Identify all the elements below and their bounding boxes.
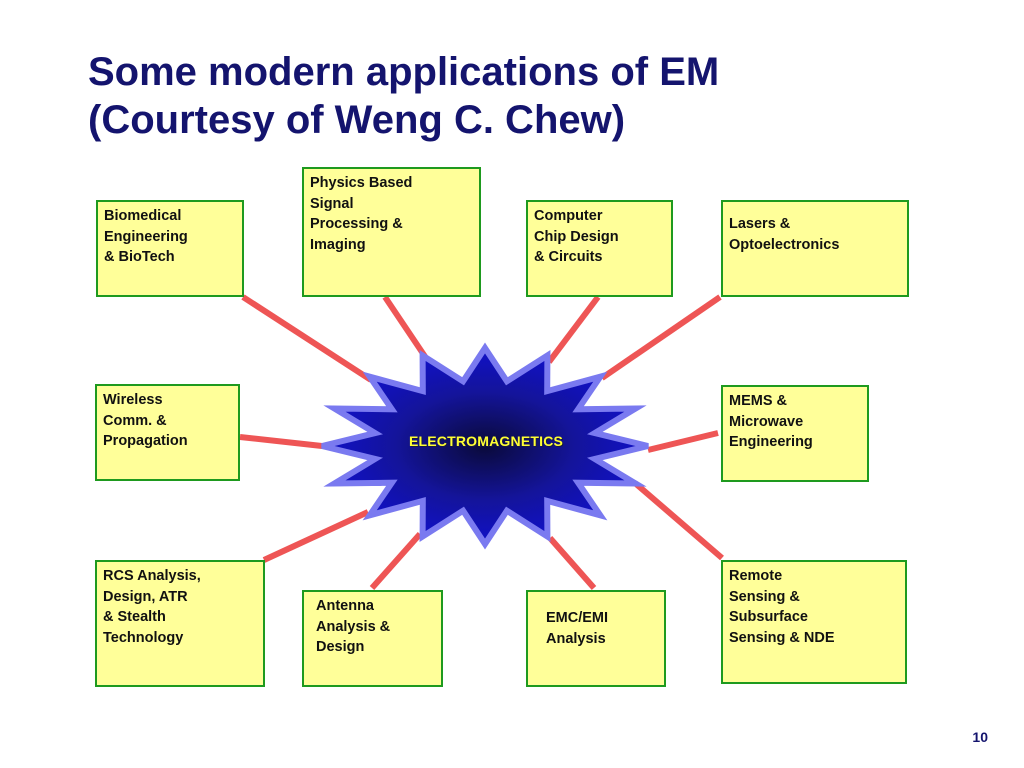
- application-line: Sensing & NDE: [729, 629, 835, 646]
- application-line: Physics Based: [310, 175, 413, 191]
- connector-line-emc-emi: [547, 536, 597, 590]
- application-line: Analysis: [546, 630, 606, 647]
- application-line: Design, ATR: [103, 588, 188, 605]
- application-box-lasers: Lasers & Optoelectronics: [721, 200, 909, 297]
- connector-line-antenna: [369, 532, 423, 590]
- application-line: Processing &: [310, 216, 403, 232]
- application-box-remote-sensing: Remote Sensing & Subsurface Sensing & ND…: [721, 560, 907, 684]
- application-line: Engineering: [729, 434, 813, 450]
- application-line: Engineering: [104, 228, 188, 245]
- application-box-physics-signal: Physics Based Signal Processing & Imagin…: [302, 167, 481, 297]
- application-line: Microwave: [729, 413, 804, 430]
- application-box-computer-chip: Computer Chip Design & Circuits: [526, 200, 673, 297]
- application-line: Analysis &: [316, 618, 391, 635]
- slide-title: Some modern applications of EM (Courtesy…: [88, 48, 968, 144]
- application-line: Optoelectronics: [729, 236, 840, 253]
- connector-line-computer-chip: [546, 295, 601, 364]
- connector-line-mems: [647, 430, 719, 453]
- connector-line-remote-sensing: [633, 480, 724, 561]
- connector-line-biomedical: [241, 294, 373, 383]
- application-line: Propagation: [103, 433, 188, 449]
- application-line: Wireless: [103, 392, 163, 408]
- connector-line-lasers: [600, 294, 722, 381]
- application-line: Chip Design: [534, 228, 619, 245]
- application-line: Signal: [310, 195, 354, 212]
- application-box-emc-emi: EMC/EMI Analysis: [526, 590, 666, 687]
- electromagnetics-starburst: [321, 342, 649, 550]
- application-box-biomedical: Biomedical Engineering & BioTech: [96, 200, 244, 297]
- connector-lines: [239, 294, 724, 590]
- application-line: & Circuits: [534, 249, 603, 265]
- connector-line-physics-signal: [382, 295, 429, 360]
- application-box-antenna: Antenna Analysis & Design: [302, 590, 443, 687]
- application-line: Design: [316, 639, 365, 655]
- slide-title-line-2: (Courtesy of Weng C. Chew): [88, 98, 626, 142]
- application-line: & Stealth: [103, 609, 166, 625]
- application-box-mems: MEMS & Microwave Engineering: [721, 385, 869, 482]
- application-line: Antenna: [316, 598, 374, 614]
- application-box-wireless: Wireless Comm. & Propagation: [95, 384, 240, 481]
- application-line: Imaging: [310, 236, 366, 253]
- application-line: EMC/EMI: [546, 610, 609, 626]
- application-line: Remote: [729, 568, 783, 584]
- slide-title-line-1: Some modern applications of EM: [88, 50, 720, 94]
- application-line: Sensing &: [729, 588, 800, 605]
- application-line: MEMS &: [729, 393, 787, 409]
- page-number: 10: [972, 729, 988, 745]
- application-line: Lasers &: [729, 216, 791, 232]
- application-line: Computer: [534, 208, 603, 224]
- application-box-rcs: RCS Analysis, Design, ATR & Stealth Tech…: [95, 560, 265, 687]
- connector-line-wireless: [239, 434, 323, 449]
- application-line: Biomedical: [104, 208, 182, 224]
- connector-line-rcs: [262, 509, 370, 563]
- application-line: & BioTech: [104, 249, 175, 265]
- electromagnetics-label: ELECTROMAGNETICS: [408, 433, 564, 449]
- application-line: Comm. &: [103, 412, 167, 429]
- application-line: Technology: [103, 629, 184, 646]
- application-line: Subsurface: [729, 609, 808, 625]
- application-line: RCS Analysis,: [103, 568, 201, 584]
